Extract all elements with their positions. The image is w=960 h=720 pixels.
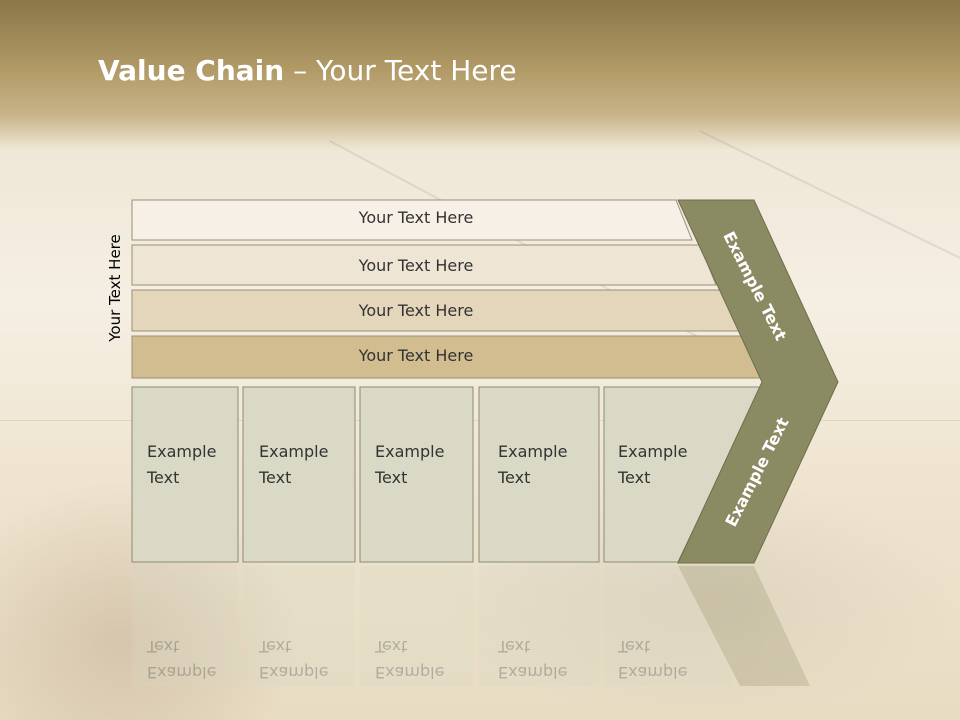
box-4-label: Example Text	[498, 439, 598, 491]
box-5-line2: Text	[618, 468, 651, 487]
box-4-line1: Example	[498, 442, 568, 461]
reflected-line: Example	[498, 663, 568, 682]
reflected-box-text: Example Text	[498, 633, 598, 685]
box-reflection	[132, 566, 238, 686]
box-2-label: Example Text	[259, 439, 359, 491]
reflected-box-text: Example Text	[259, 633, 359, 685]
title-bold: Value Chain	[98, 54, 285, 87]
reflected-box-text: Example Text	[375, 633, 475, 685]
box-1	[131, 386, 239, 563]
box-4-line2: Text	[498, 468, 531, 487]
reflected-line: Example	[618, 663, 688, 682]
chevron-reflection	[678, 566, 810, 686]
band-1-label: Your Text Here	[358, 208, 474, 227]
box-3	[359, 386, 474, 563]
reflected-line: Example	[147, 663, 217, 682]
reflected-line: Example	[259, 663, 329, 682]
reflected-line: Example	[375, 663, 445, 682]
box-4	[478, 386, 600, 563]
box-1-line2: Text	[147, 468, 180, 487]
box-2-line1: Example	[259, 442, 329, 461]
band-1	[131, 199, 693, 241]
box-3-line1: Example	[375, 442, 445, 461]
box-5-label: Example Text	[618, 439, 718, 491]
box-3-line2: Text	[375, 468, 408, 487]
band-3-label: Your Text Here	[358, 301, 474, 320]
band-4-label: Your Text Here	[358, 346, 474, 365]
band-2	[131, 244, 717, 286]
box-reflection	[604, 566, 735, 686]
box-reflection	[360, 566, 473, 686]
chevron-arrow	[677, 199, 839, 564]
box-2	[242, 386, 356, 563]
reflected-line: Text	[375, 637, 408, 656]
box-3-label: Example Text	[375, 439, 475, 491]
slide-title: Value Chain – Your Text Here	[98, 54, 517, 87]
reflected-line: Text	[259, 637, 292, 656]
reflected-box-text: Example Text	[618, 633, 718, 685]
box-5-line1: Example	[618, 442, 688, 461]
box-1-line1: Example	[147, 442, 217, 461]
box-1-label: Example Text	[147, 439, 247, 491]
reflected-box-text: Example Text	[147, 633, 247, 685]
box-2-line2: Text	[259, 468, 292, 487]
box-reflection	[243, 566, 355, 686]
reflection	[132, 566, 810, 686]
reflected-line: Text	[147, 637, 180, 656]
band-2-label: Your Text Here	[358, 256, 474, 275]
text-reflection: Example Text Example Text Example Text E…	[0, 563, 960, 720]
reflected-line: Text	[498, 637, 531, 656]
title-rest: – Your Text Here	[284, 54, 517, 87]
box-reflection	[479, 566, 599, 686]
reflected-line: Text	[618, 637, 651, 656]
